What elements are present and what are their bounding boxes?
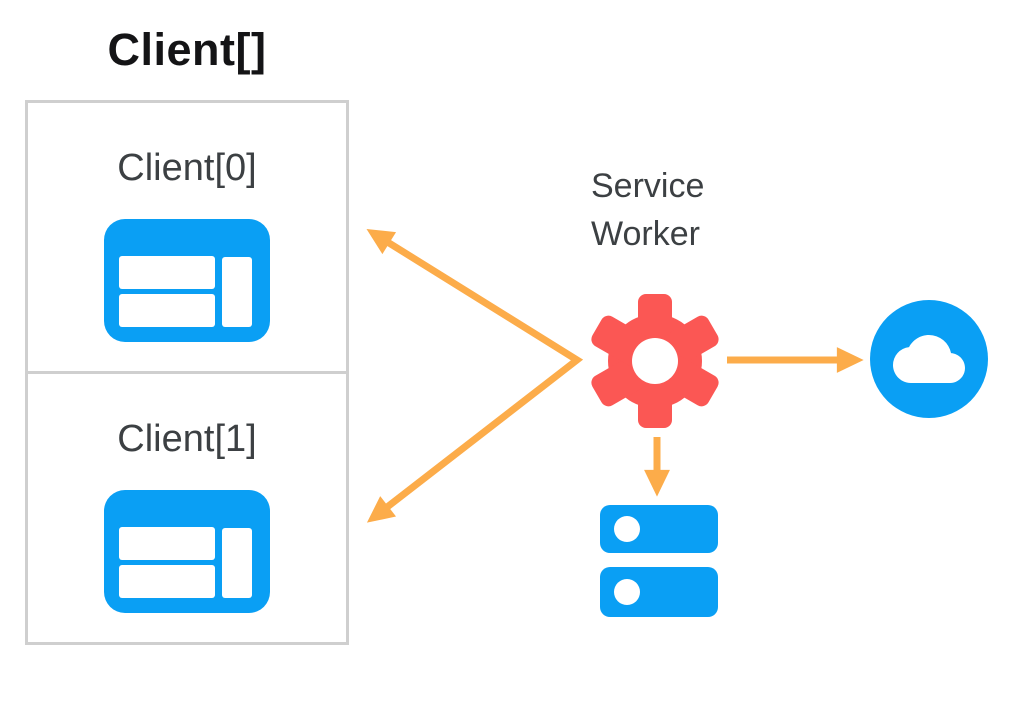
storage-database-icon <box>600 505 718 617</box>
client-0-label: Client[0] <box>117 147 257 189</box>
client-array-title: Client[] <box>107 24 267 75</box>
browser-window-icon <box>104 490 270 613</box>
client-box-0: Client[0] <box>25 100 349 374</box>
service-worker-label: Service Worker <box>591 167 705 253</box>
arrow-serviceworker-to-clients <box>366 228 584 523</box>
cloud-icon <box>870 300 988 418</box>
gear-icon <box>591 294 719 428</box>
client-array-container: Client[0] Client[1] <box>25 100 349 645</box>
client-1-label: Client[1] <box>117 418 257 460</box>
browser-window-icon <box>104 219 270 342</box>
client-box-1: Client[1] <box>25 371 349 645</box>
